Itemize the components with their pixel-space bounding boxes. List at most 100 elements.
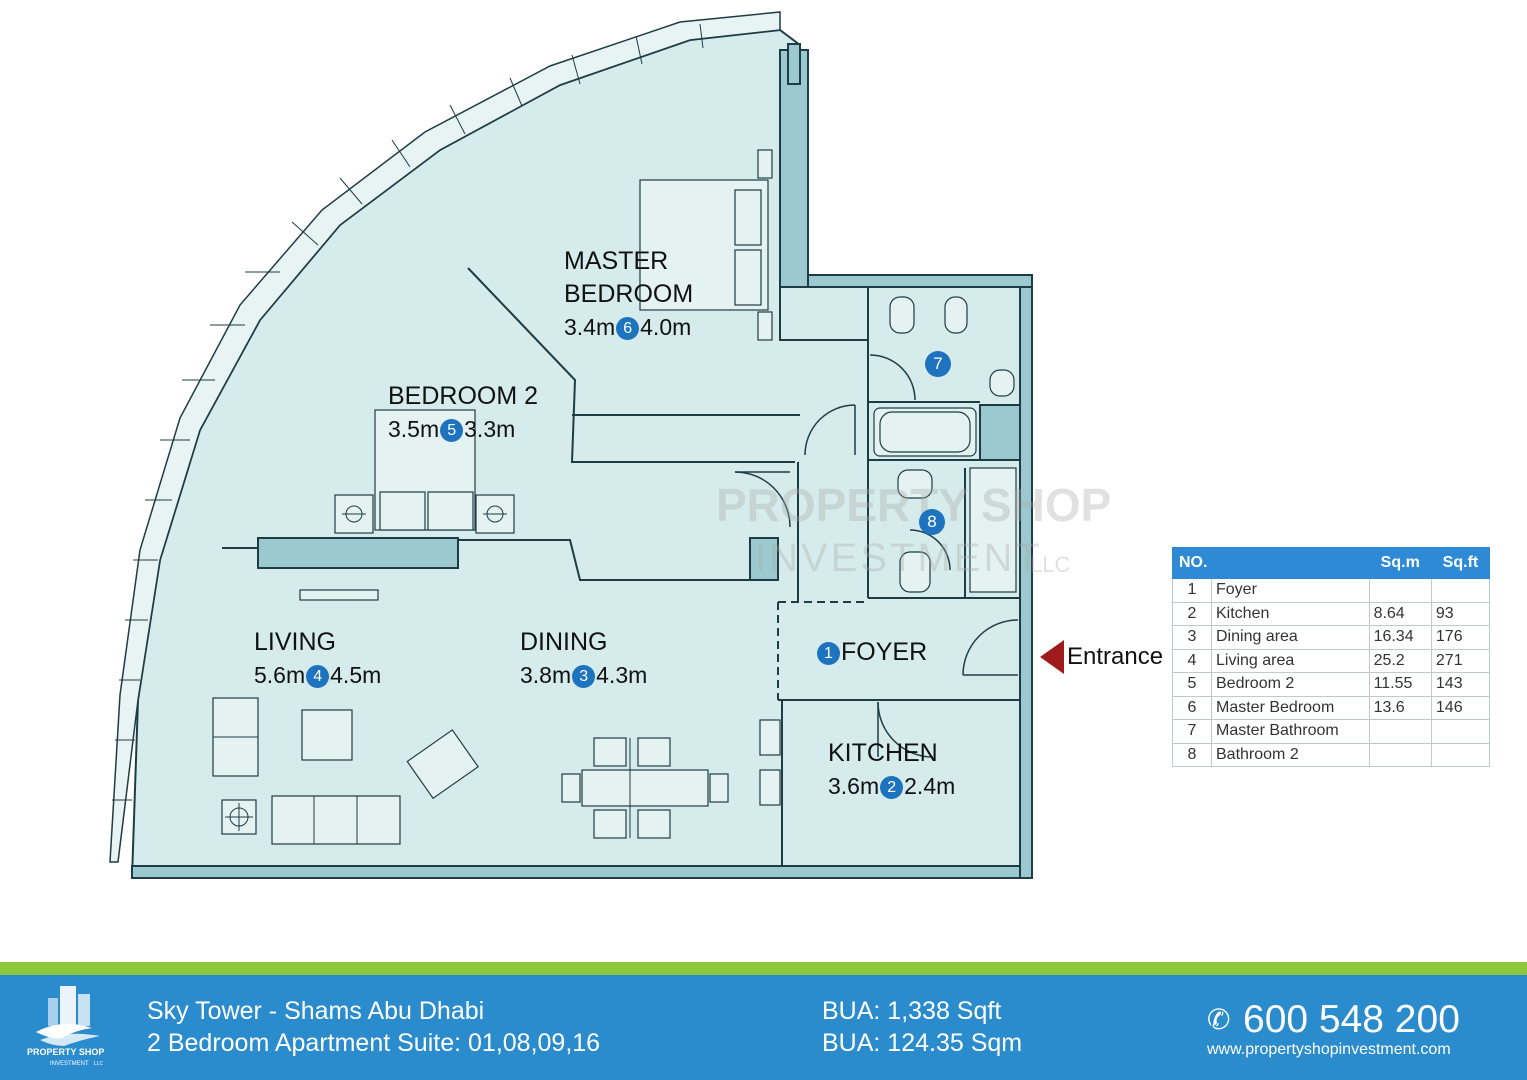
room-bedroom2-badge: 5 (440, 419, 464, 442)
facade-mullions (112, 23, 704, 801)
cell-name: Bedroom 2 (1211, 672, 1370, 697)
entrance-arrow-icon (1040, 640, 1064, 674)
room-kitchen-dim-a: 3.6m (828, 773, 880, 799)
logo-text-line2: INVESTMENT (50, 1061, 89, 1067)
area-table-header: NO. Sq.m Sq.ft (1172, 547, 1491, 579)
cell-name: Master Bedroom (1211, 695, 1370, 720)
property-shop-logo-icon (36, 986, 100, 1046)
room-dining-name: DINING (520, 628, 608, 656)
cell-no: 7 (1172, 719, 1212, 744)
cell-name: Living area (1211, 648, 1370, 673)
dining-table (581, 769, 709, 807)
cell-name: Kitchen (1211, 601, 1370, 626)
cell-sqm: 13.6 (1368, 695, 1432, 720)
footer-accent-stripe (0, 962, 1527, 975)
cell-sqft (1430, 578, 1491, 603)
cell-no: 8 (1172, 742, 1212, 767)
cell-sqm: 16.34 (1368, 625, 1432, 650)
cell-name: Dining area (1211, 625, 1370, 650)
watermark-suffix: LLC (1030, 552, 1071, 577)
unit-description: 2 Bedroom Apartment Suite: 01,08,09,16 (147, 1029, 601, 1057)
cell-sqft: 143 (1430, 672, 1491, 697)
footer-bar (0, 962, 1527, 1080)
room-living-badge: 4 (306, 665, 330, 688)
cell-no: 2 (1172, 601, 1212, 626)
cell-name: Bathroom 2 (1211, 742, 1370, 767)
room-bath2-badge: 8 (919, 509, 945, 535)
cell-no: 1 (1172, 578, 1212, 603)
coffee-table (301, 709, 353, 761)
entrance-marker: Entrance (1040, 640, 1163, 674)
room-bedroom2-dim-b: 3.3m (464, 416, 516, 442)
phone-number: 600 548 200 (1243, 998, 1460, 1041)
cell-name: Master Bathroom (1211, 719, 1370, 744)
floor-plan (109, 11, 1033, 879)
room-master-bedroom-dim-a: 3.4m (564, 314, 616, 340)
phone-icon: ✆ (1207, 1004, 1231, 1035)
room-kitchen-name: KITCHEN (828, 739, 938, 767)
room-master-bedroom-dim-b: 4.0m (640, 314, 692, 340)
room-living-name: LIVING (254, 628, 336, 656)
armchair (406, 729, 479, 800)
room-bedroom2-name: BEDROOM 2 (388, 382, 539, 410)
bua-sqft: BUA: 1,338 Sqft (822, 997, 1002, 1025)
room-living-dim-b: 4.5m (330, 662, 382, 688)
entrance-label: Entrance (1067, 643, 1164, 670)
project-name: Sky Tower - Shams Abu Dhabi (147, 997, 485, 1025)
room-master-bedroom-name-line1: MASTER (564, 247, 669, 275)
cell-sqft: 271 (1430, 648, 1491, 673)
cell-sqm: 25.2 (1368, 648, 1432, 673)
room-master-bath-badge: 7 (925, 351, 951, 377)
watermark-line2: INVESTMENT (755, 536, 1043, 580)
logo-text-suffix: LLC (94, 1061, 104, 1067)
room-foyer-badge: 1 (817, 642, 840, 665)
cell-sqm (1368, 719, 1432, 744)
cell-sqft: 93 (1430, 601, 1491, 626)
cell-name: Foyer (1211, 578, 1370, 603)
watermark-line1: PROPERTY SHOP (716, 479, 1112, 531)
door-swings (734, 354, 1019, 758)
living-couch (271, 795, 401, 845)
room-master-bedroom-badge: 6 (616, 317, 640, 340)
furniture-details (213, 505, 631, 844)
cell-no: 5 (1172, 672, 1212, 697)
website-url: www.propertyshopinvestment.com (1207, 1041, 1451, 1058)
room-dining-badge: 3 (572, 665, 596, 688)
bua-sqm: BUA: 124.35 Sqm (822, 1029, 1023, 1057)
cell-sqm: 8.64 (1368, 601, 1432, 626)
room-kitchen-badge: 2 (880, 776, 904, 799)
cell-no: 3 (1172, 625, 1212, 650)
room-bedroom2-dim-a: 3.5m (388, 416, 440, 442)
exterior-walls (131, 43, 1033, 879)
cell-sqft: 146 (1430, 695, 1491, 720)
room-living-dim-a: 5.6m (254, 662, 306, 688)
partition-lines (222, 267, 1021, 866)
cell-sqft: 176 (1430, 625, 1491, 650)
cell-no: 4 (1172, 648, 1212, 673)
cell-sqft (1430, 742, 1491, 767)
room-dining-dim-a: 3.8m (520, 662, 572, 688)
room-dining-dim-b: 4.3m (596, 662, 648, 688)
tv-unit (299, 589, 379, 601)
cell-sqm (1368, 578, 1432, 603)
room-foyer-name: FOYER (841, 638, 928, 666)
area-table-header-sqft: Sq.ft (1430, 547, 1491, 579)
cell-sqm: 11.55 (1368, 672, 1432, 697)
room-kitchen-dim-b: 2.4m (904, 773, 956, 799)
facade-window-band (109, 11, 781, 863)
cell-sqm (1368, 742, 1432, 767)
logo-text-line1: PROPERTY SHOP (27, 1047, 105, 1057)
cell-no: 6 (1172, 695, 1212, 720)
